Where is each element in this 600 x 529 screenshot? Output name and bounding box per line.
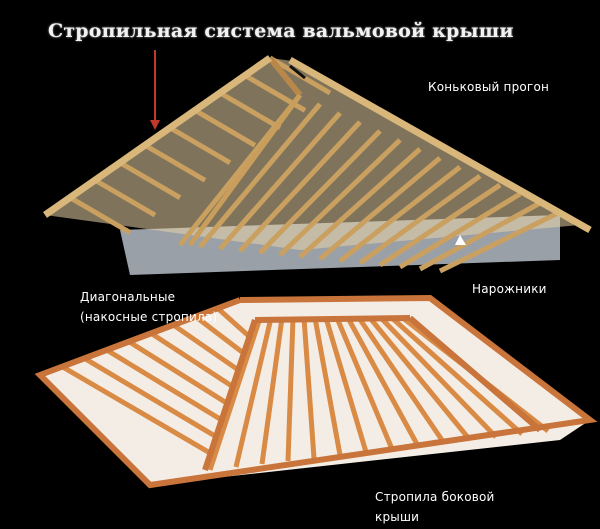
- rafter: [398, 191, 522, 270]
- hip-rafter-left: [42, 55, 273, 218]
- side-rafter: [368, 316, 472, 442]
- side-rafter: [323, 317, 369, 453]
- side-rafter: [356, 316, 447, 445]
- jack-rafter: [93, 177, 157, 218]
- diagonal-rafter: [187, 93, 303, 247]
- jack-rafter: [193, 108, 257, 148]
- label-diagonal-2: (накосные стропила): [80, 310, 218, 324]
- side-rafter: [207, 317, 263, 471]
- jack-rafter: [149, 331, 235, 389]
- rafter: [378, 182, 502, 268]
- jack-rafter: [216, 306, 252, 339]
- ridge-beam: [267, 56, 303, 97]
- rafter: [438, 209, 562, 274]
- diagram-title: Стропильная система вальмовой крыши: [48, 20, 514, 42]
- jack-rafter: [143, 143, 207, 183]
- side-rafter: [285, 317, 296, 462]
- side-rafter: [312, 317, 343, 456]
- rafter: [258, 129, 382, 255]
- rafter: [298, 147, 422, 259]
- top-roof-frame: [42, 55, 592, 275]
- jacks-arrow-head: [455, 235, 466, 245]
- ridge-arrow: [289, 64, 306, 80]
- rafter: [418, 200, 542, 272]
- label-jack-rafters: Нарожники: [472, 282, 547, 296]
- rafter: [338, 165, 462, 263]
- side-rafter: [379, 316, 498, 439]
- title-arrow-head: [150, 120, 160, 130]
- hip-rafter-right: [288, 56, 592, 234]
- bottom-hip-left: [202, 319, 258, 471]
- bottom-ridge: [254, 315, 411, 323]
- jack-rafter: [218, 90, 282, 131]
- side-rafter: [259, 317, 285, 465]
- jack-rafter: [105, 347, 223, 423]
- side-rafter: [345, 316, 421, 448]
- bottom-hip-right: [408, 315, 542, 433]
- jack-rafter: [194, 314, 246, 356]
- side-rafter: [301, 317, 317, 459]
- side-rafter: [390, 316, 524, 436]
- jack-rafter: [83, 356, 218, 439]
- rafter: [218, 111, 342, 251]
- side-rafter: [334, 317, 395, 450]
- jack-rafter: [127, 339, 229, 406]
- jack-rafter: [68, 195, 132, 235]
- rafter: [318, 156, 442, 261]
- bottom-roof-frame: [34, 294, 598, 489]
- jack-rafter: [60, 364, 212, 456]
- bottom-frame-edge: [34, 294, 598, 489]
- side-rafter: [233, 317, 274, 468]
- rafter: [278, 138, 402, 257]
- label-diagonal-1: Диагональные: [80, 290, 176, 304]
- label-side-rafters-2: крыши: [375, 510, 420, 524]
- label-ridge-purlin: Коньковый прогон: [428, 80, 550, 94]
- rafter: [198, 102, 322, 249]
- jack-rafter: [168, 125, 232, 165]
- rafter: [358, 173, 482, 266]
- label-side-rafters-1: Стропила боковой: [375, 490, 495, 504]
- jack-rafter: [118, 160, 182, 200]
- rafter: [238, 120, 362, 253]
- jack-rafter: [171, 322, 240, 373]
